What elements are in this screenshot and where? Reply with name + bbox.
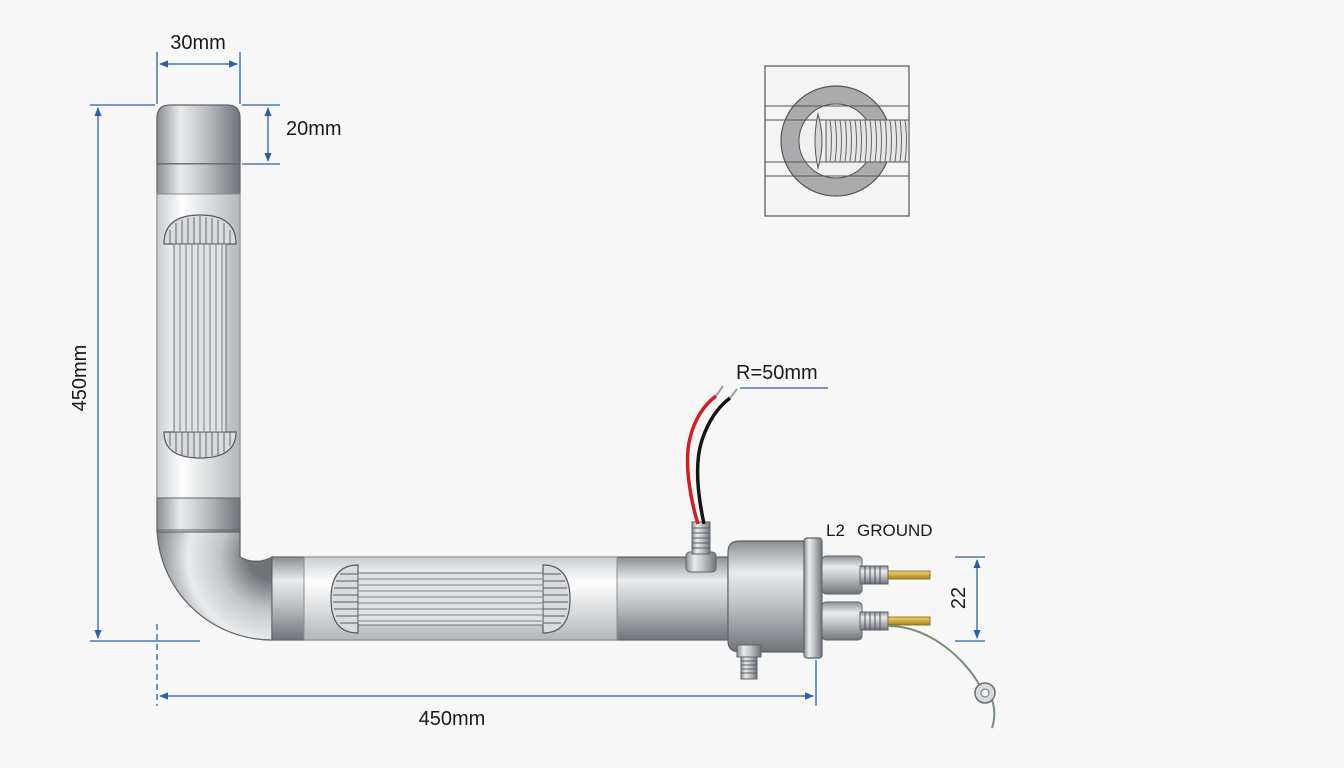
vertical-length-label: 450mm — [69, 345, 91, 412]
tube-bend — [156, 529, 273, 641]
cross-section-detail — [764, 65, 910, 217]
top-width-label: 30mm — [170, 32, 226, 54]
ground-wire — [887, 625, 996, 729]
horizontal-length-label: 450mm — [419, 708, 486, 730]
heater-body — [156, 104, 996, 729]
bend-radius-label: R=50mm — [736, 362, 818, 384]
terminal-housing — [727, 537, 823, 680]
l2-label: L2 — [826, 521, 845, 540]
terminal-l2 — [821, 555, 931, 595]
lead-wires — [685, 385, 738, 525]
horizontal-heating-element — [330, 564, 571, 634]
cap-height-label: 20mm — [286, 118, 342, 140]
ground-label: GROUND — [857, 521, 933, 540]
vertical-heating-element — [163, 214, 237, 459]
terminal-spacing-label: 22 — [948, 587, 970, 609]
top-cap — [156, 104, 241, 165]
terminal-ground — [821, 601, 931, 641]
wire-gland — [685, 521, 717, 573]
coil-pattern — [829, 119, 907, 163]
dimension-lines — [90, 52, 985, 706]
